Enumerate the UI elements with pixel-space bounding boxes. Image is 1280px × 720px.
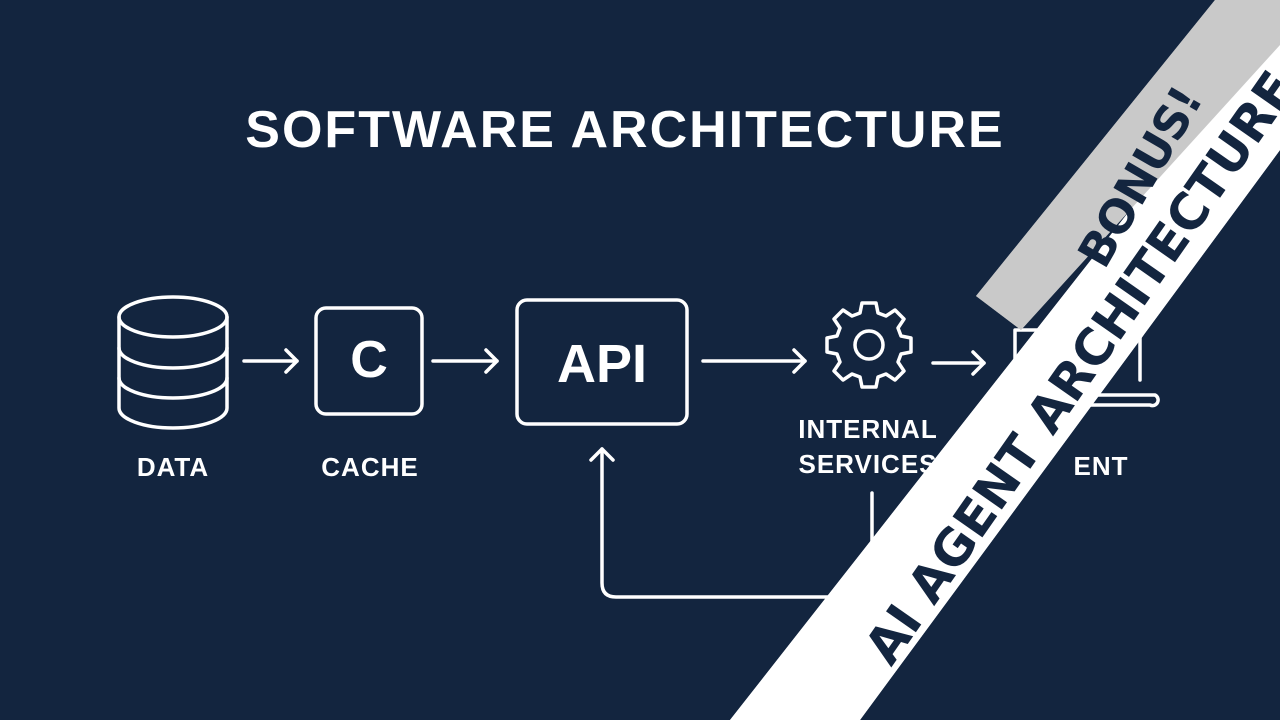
api-label: API — [556, 334, 648, 394]
gear-icon — [825, 301, 913, 389]
api-box — [515, 298, 689, 426]
arrow-cache-to-api — [431, 348, 499, 374]
data-label: DATA — [136, 452, 210, 482]
arrow-services-to-client — [931, 350, 986, 376]
internal-services-label-line2: SERVICES — [798, 449, 938, 479]
arrow-api-to-services — [701, 348, 807, 374]
internal-services-label-line1: INTERNAL — [798, 414, 938, 444]
database-icon — [117, 295, 229, 430]
cache-label: CACHE — [321, 452, 419, 482]
arrow-data-to-cache — [242, 348, 299, 374]
client-label: ENT — [1073, 451, 1129, 481]
cache-letter: C — [350, 331, 388, 389]
cache-box — [314, 306, 424, 416]
page-title: SOFTWARE ARCHITECTURE — [245, 101, 1005, 159]
